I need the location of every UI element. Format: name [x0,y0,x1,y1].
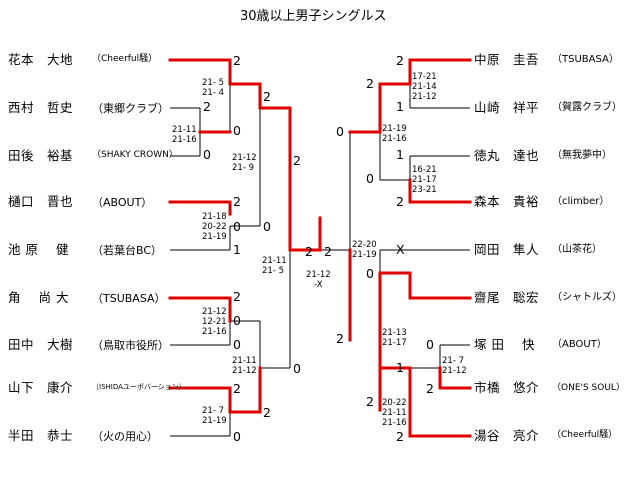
player-club: （賀露クラブ） [552,102,622,113]
player-club: （シャトルズ） [552,292,622,303]
player-club: （TSUBASA） [552,54,619,65]
game-scores: 21-12 21- 9 [232,153,257,173]
score: 1 [396,99,404,114]
player-name: 山下 康介 [8,380,74,395]
player-name: 塚 田 快 [474,337,535,352]
game-scores: 20-22 21-11 21-16 [382,398,407,428]
score: 2 [203,99,211,114]
player-name: 齋尾 聡宏 [474,290,540,305]
score: 0 [366,171,374,186]
game-scores: 16-21 21-17 23-21 [412,165,437,195]
game-scores: 21-19 21-16 [382,124,407,144]
score: 2 [396,429,404,444]
score: 0 [426,337,434,352]
final-score-left: 2 [305,244,313,259]
score: 2 [426,381,434,396]
score: 0 [233,219,241,234]
player-name: 田中 大樹 [8,337,74,352]
score: 2 [336,331,344,346]
score: 0 [233,123,241,138]
player-club: （ABOUT） [552,339,607,350]
player-name: 中原 圭吾 [474,52,540,67]
game-scores: 21- 7 21-12 [442,356,467,376]
score: 2 [233,381,241,396]
score: 2 [233,289,241,304]
score: 1 [396,147,404,162]
game-scores: 21-13 21-17 [382,328,407,348]
score: 1 [396,360,404,375]
player-club: （Cheerful騒） [92,54,158,64]
player-name: 池 原 健 [8,242,69,257]
player-club: （東郷クラブ） [92,102,169,115]
player-club: （TSUBASA） [92,292,166,305]
game-scores: 21- 7 21-19 [202,406,227,426]
score: X [396,242,405,257]
score: 0 [336,124,344,139]
player-name: 田後 裕基 [8,148,74,163]
player-club: （ISHIDAユーボバーション） [92,383,186,391]
player-name: 角 尚 大 [8,290,69,305]
game-scores: 17-21 21-14 21-12 [412,72,437,102]
score: 2 [263,89,271,104]
score: 0 [203,147,211,162]
score: 2 [233,53,241,68]
game-scores: 21-18 20-22 21-19 [202,212,227,242]
final-game-scores: 21-12 -X [306,270,331,290]
score: 0 [366,266,374,281]
player-club: （climber） [552,196,610,207]
score: 0 [263,219,271,234]
score: 2 [396,53,404,68]
player-club: （ONE'S SOUL） [552,383,625,393]
game-scores: 22-20 21-19 [352,240,377,260]
player-club: （SHAKY CROWN） [92,150,178,160]
player-club: （山茶花） [552,244,602,255]
score: 0 [233,337,241,352]
player-name: 半田 恭士 [8,428,74,443]
player-name: 市橋 悠介 [474,380,540,395]
player-name: 岡田 隼人 [474,242,540,257]
player-name: 花本 大地 [8,52,74,67]
score: 2 [233,194,241,209]
score: 2 [366,394,374,409]
player-club: （火の用心） [92,430,158,443]
score: 2 [263,405,271,420]
score: 0 [233,313,241,328]
player-name: 湯谷 亮介 [474,428,540,443]
score: 0 [293,361,301,376]
score: 1 [233,242,241,257]
game-scores: 21-11 21- 5 [262,256,287,276]
player-club: （ABOUT） [92,196,153,209]
score: 2 [366,76,374,91]
player-name: 森本 貴裕 [474,194,540,209]
player-club: （若葉台BC） [92,244,163,257]
player-name: 西村 哲史 [8,100,74,115]
page-title: 30歳以上男子シングルス [240,9,387,24]
score: 2 [396,194,404,209]
final-score-right: 2 [324,244,332,259]
player-name: 山崎 祥平 [474,100,540,115]
score: 0 [233,429,241,444]
player-name: 樋口 晋也 [8,194,74,209]
game-scores: 21-11 21-16 [172,125,197,145]
player-club: （無我夢中） [552,150,612,161]
player-name: 徳丸 達也 [474,148,540,163]
score: 2 [293,153,301,168]
player-club: （Cheerful騒） [552,430,618,440]
player-club: （鳥取市役所） [92,339,169,352]
game-scores: 21- 5 21- 4 [202,78,224,98]
game-scores: 21-12 12-21 21-16 [202,307,227,337]
game-scores: 21-11 21-12 [232,356,257,376]
